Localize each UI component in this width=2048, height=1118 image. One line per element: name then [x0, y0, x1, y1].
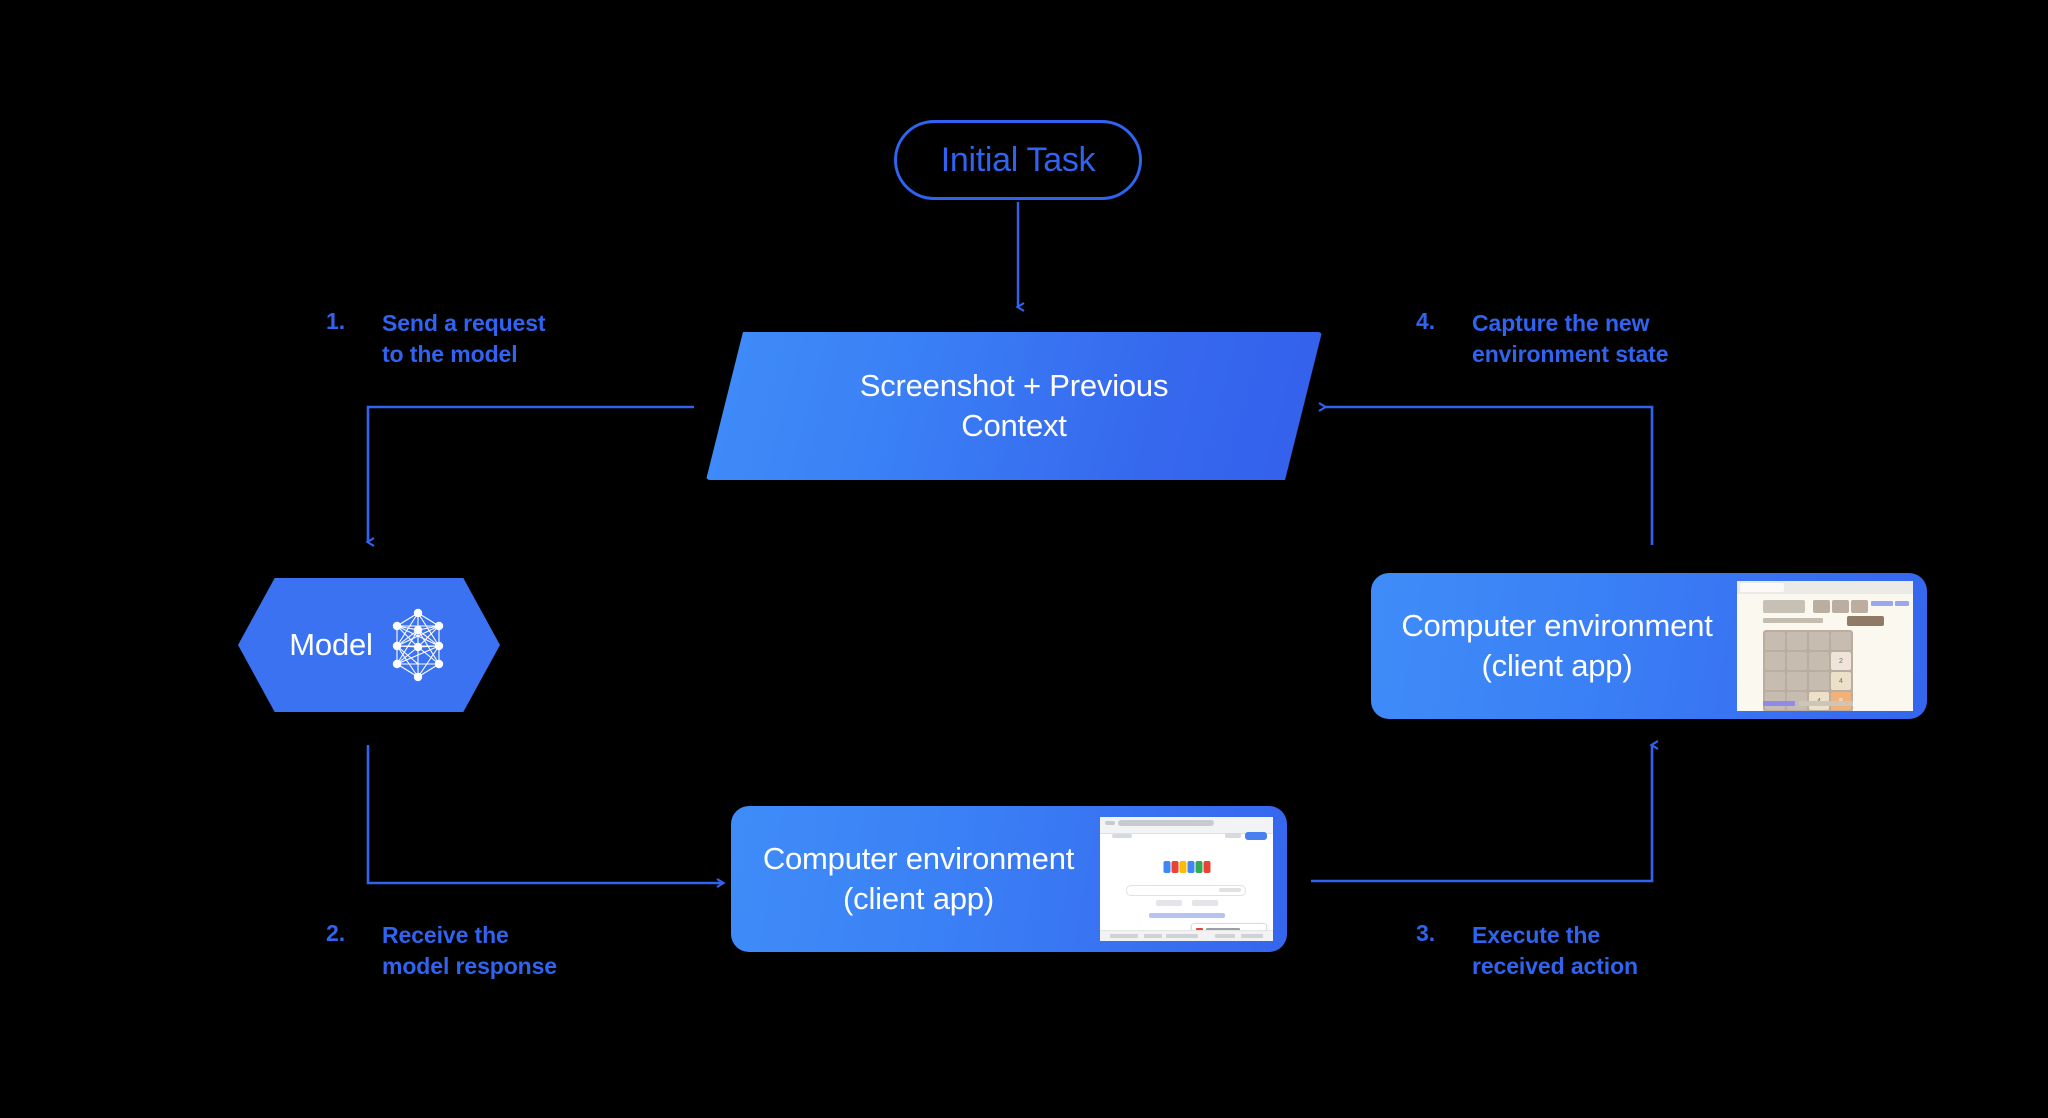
step-label-4: 4. Capture the new environment state [1416, 308, 1669, 369]
google-page-body [1100, 845, 1273, 941]
address-bar [1118, 820, 1214, 826]
env-bottom-line-1: Computer environment [762, 840, 1075, 876]
arrow-step-2-model-to-env [366, 745, 726, 888]
2048-subtitle [1763, 618, 1823, 623]
initial-task-node: Initial Task [894, 120, 1142, 200]
browser-chrome-bar [1737, 581, 1913, 595]
computer-environment-bottom-node: Computer environment (client app) [731, 806, 1287, 952]
step-1-text: Send a request to the model [382, 310, 546, 367]
step-2-number: 2. [326, 920, 346, 946]
board-cell-tile: 2 [1831, 652, 1851, 670]
nav-buttons [1105, 821, 1115, 825]
board-cell [1809, 652, 1829, 670]
search-input[interactable] [1126, 885, 1246, 896]
search-icons [1219, 888, 1241, 892]
sign-in-button [1245, 832, 1267, 840]
model-node: Model [238, 578, 500, 712]
browser-chrome-bar [1100, 817, 1273, 834]
step-label-2: 2. Receive the model response [326, 920, 557, 981]
board-cell [1787, 672, 1807, 690]
env-bottom-line-2: (client app) [843, 881, 994, 916]
step-label-3: 3. Execute the received action [1416, 920, 1638, 981]
header-link [1225, 833, 1241, 838]
env-right-thumbnail-wrap: 2 4 4 8 [1737, 581, 1913, 711]
model-node-label: Model [289, 627, 373, 662]
footer-link [1144, 934, 1162, 938]
google-logo-icon [1163, 861, 1210, 873]
footer-text [1799, 701, 1853, 706]
footer-link [1166, 934, 1198, 938]
context-node-line-1: Screenshot + Previous [859, 368, 1169, 404]
tile-value: 2 [1839, 657, 1843, 665]
2048-game-thumbnail: 2 4 4 8 [1737, 581, 1913, 711]
google-footer [1100, 930, 1273, 941]
google-search-button[interactable] [1155, 900, 1182, 906]
computer-environment-right-node: Computer environment (client app) [1371, 573, 1927, 719]
board-cell [1809, 632, 1829, 650]
bookmark-bar [1112, 834, 1132, 838]
extra-score-box [1851, 600, 1868, 613]
neural-network-icon [392, 608, 443, 682]
feeling-lucky-button[interactable] [1191, 900, 1218, 906]
2048-board: 2 4 4 8 [1763, 630, 1853, 711]
footer-link [1110, 934, 1138, 938]
board-cell [1809, 672, 1829, 690]
step-4-number: 4. [1416, 308, 1436, 334]
footer-link [1241, 934, 1263, 938]
context-node: Screenshot + Previous Context [706, 332, 1322, 480]
score-box [1813, 600, 1830, 613]
context-node-text: Screenshot + Previous Context [706, 332, 1322, 480]
board-cell [1765, 632, 1785, 650]
model-node-shape [238, 578, 500, 712]
env-bottom-label: Computer environment (client app) [731, 839, 1100, 920]
best-score-box [1832, 600, 1849, 613]
footer-link [1763, 701, 1795, 706]
board-cell [1765, 652, 1785, 670]
arrow-step-1-context-to-model [365, 405, 694, 547]
footer-link [1215, 934, 1235, 938]
2048-site-title [1763, 600, 1805, 613]
2048-page: 2 4 4 8 [1737, 594, 1913, 711]
env-bottom-thumbnail-wrap [1100, 817, 1273, 941]
env-right-label: Computer environment (client app) [1371, 606, 1737, 687]
step-4-text: Capture the new environment state [1472, 310, 1669, 367]
language-links [1148, 913, 1225, 918]
new-game-button [1847, 616, 1884, 626]
env-right-line-1: Computer environment [1401, 607, 1713, 643]
context-node-line-2: Context [961, 408, 1067, 443]
board-cell [1765, 672, 1785, 690]
2048-footer [1763, 701, 1853, 706]
browser-tab [1740, 583, 1784, 592]
step-2-text: Receive the model response [382, 922, 557, 979]
board-cell [1787, 632, 1807, 650]
step-3-text: Execute the received action [1472, 922, 1638, 979]
step-label-1: 1. Send a request to the model [326, 308, 546, 369]
arrow-step-4-env-to-context [1318, 402, 1654, 545]
arrow-step-3-env-to-env [1311, 740, 1659, 883]
env-right-line-2: (client app) [1481, 648, 1633, 683]
initial-task-label: Initial Task [940, 140, 1096, 179]
header-link-1 [1871, 601, 1893, 606]
step-3-number: 3. [1416, 920, 1436, 946]
board-cell [1831, 632, 1851, 650]
context-node-shape [706, 332, 1322, 480]
header-link-2 [1895, 601, 1909, 606]
google-search-thumbnail [1100, 817, 1273, 941]
tile-value: 4 [1839, 677, 1843, 685]
board-cell [1787, 652, 1807, 670]
step-1-number: 1. [326, 308, 346, 334]
search-buttons [1155, 900, 1218, 906]
board-cell-tile: 4 [1831, 672, 1851, 690]
